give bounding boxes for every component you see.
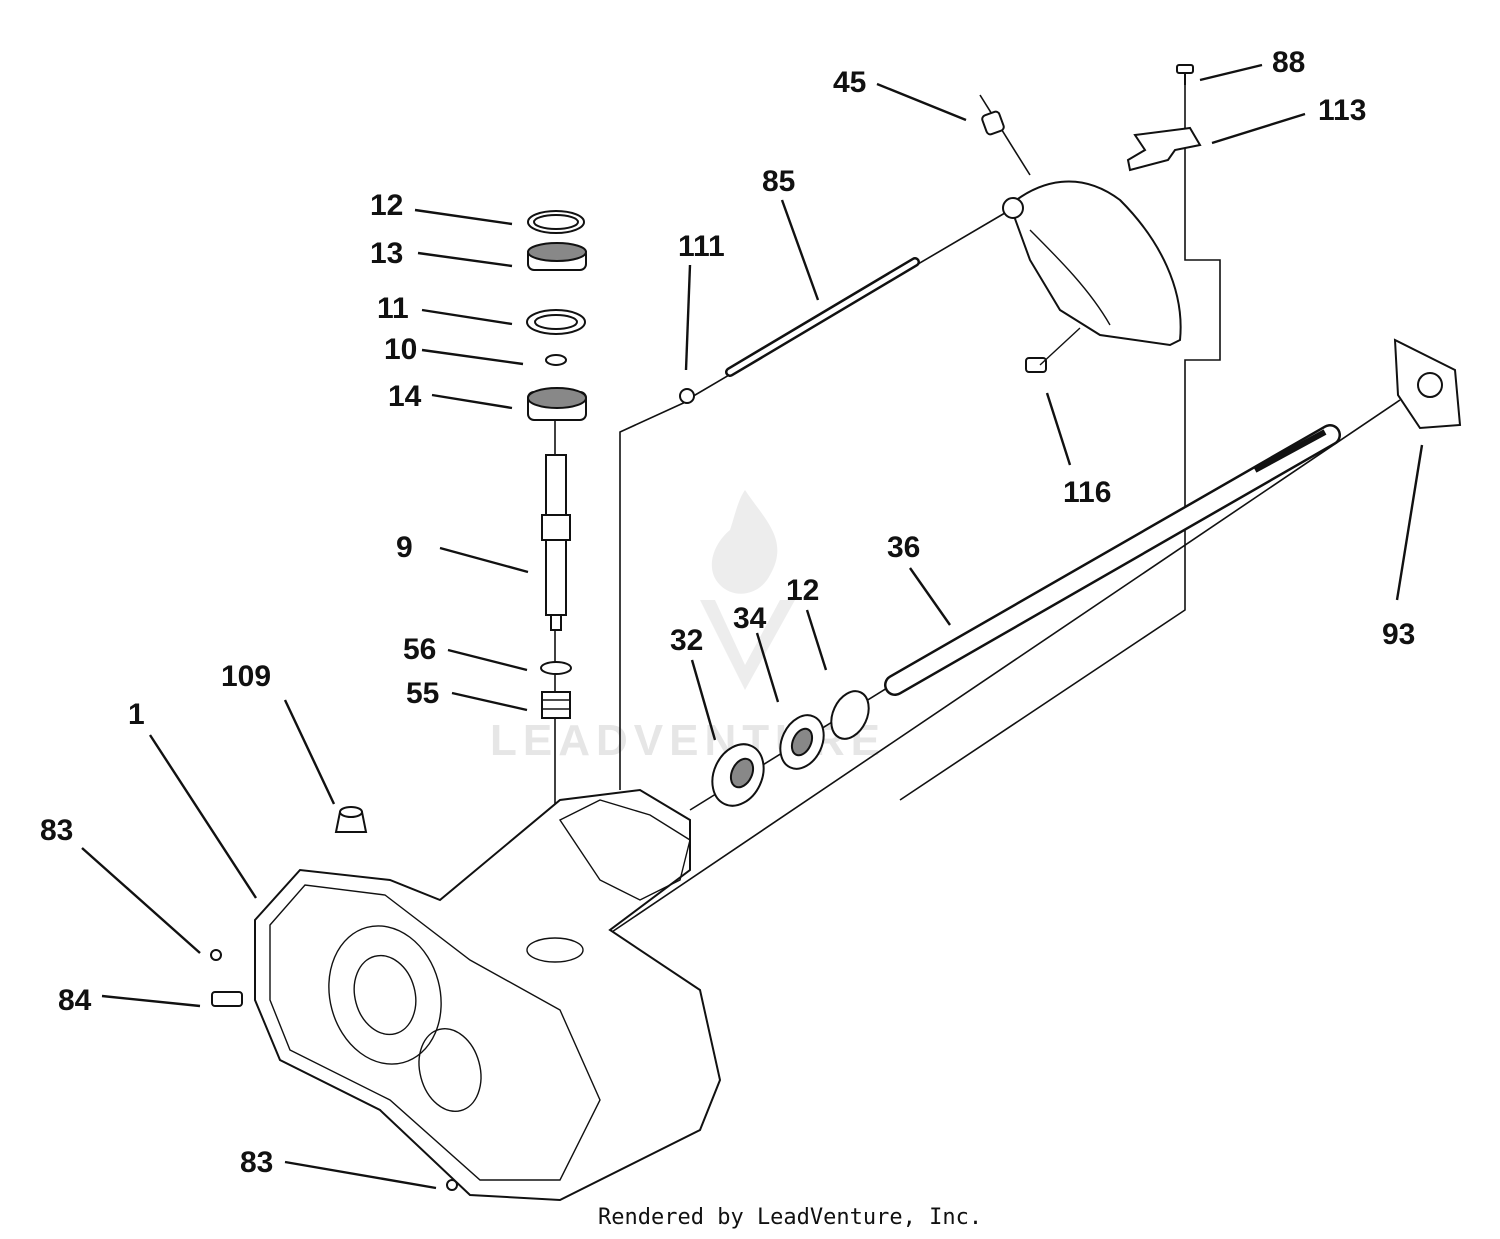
- watermark-v-icon: [700, 600, 795, 690]
- leader-12b: [805, 609, 828, 671]
- callout-1: 1: [128, 698, 145, 731]
- housing-bore-inner: [353, 954, 417, 1036]
- leader-36: [909, 567, 951, 626]
- housing-bore-large: [328, 925, 442, 1065]
- callout-10: 10: [384, 333, 417, 366]
- housing-upper-tower: [558, 799, 691, 901]
- callout-12a: 12: [370, 189, 403, 222]
- callout-93: 93: [1382, 618, 1415, 651]
- part-88-screw-head: [1176, 64, 1194, 74]
- part-83-plug-upper: [210, 949, 222, 961]
- part-32-bearing-inner: [729, 757, 755, 789]
- part-111-nut: [679, 388, 695, 404]
- part-56-washer: [540, 661, 572, 675]
- leader-11: [421, 308, 513, 326]
- part-36-shaft-core: [886, 426, 1339, 694]
- leader-14: [431, 393, 513, 410]
- part-93-bracket-hole: [1417, 372, 1443, 398]
- center-line-36: [599, 399, 1401, 941]
- callout-36: 36: [887, 531, 920, 564]
- leader-9: [439, 546, 529, 574]
- part-109-nut-top: [339, 806, 363, 818]
- callout-113: 113: [1318, 94, 1366, 127]
- callout-111: 111: [678, 230, 725, 263]
- part-14-bearing-face: [527, 387, 587, 409]
- part-12-retaining-ring: [830, 690, 870, 740]
- callout-13: 13: [370, 237, 403, 270]
- callout-116: 116: [1063, 476, 1111, 509]
- part-11-washer-inner: [534, 314, 578, 330]
- center-line-45: [979, 94, 1031, 176]
- leader-55: [451, 691, 528, 712]
- leader-34: [755, 632, 780, 703]
- leader-83b: [284, 1160, 437, 1190]
- part-34-bearing-inner: [790, 727, 814, 757]
- parts: [210, 64, 1462, 1202]
- callout-56: 56: [403, 633, 436, 666]
- housing-cover-rib: [1029, 229, 1111, 326]
- callout-88: 88: [1272, 46, 1305, 79]
- center-line-88: [899, 80, 1221, 801]
- callout-85: 85: [762, 165, 795, 198]
- callout-14: 14: [388, 380, 422, 413]
- callout-9: 9: [396, 531, 413, 564]
- leader-13: [417, 251, 513, 268]
- part-85-rod-core: [727, 259, 918, 375]
- part-9-shaft-tip: [550, 614, 562, 631]
- leader-56: [447, 648, 528, 672]
- center-line-111: [619, 399, 691, 790]
- part-12-snap-ring-inner: [533, 214, 579, 230]
- callout-45: 45: [833, 66, 866, 99]
- part-116-plug: [1025, 357, 1047, 373]
- callout-55: 55: [406, 677, 439, 710]
- part-113-lever: [1126, 126, 1202, 172]
- callout-32: 32: [670, 624, 703, 657]
- leader-83a: [81, 847, 201, 954]
- callout-83a: 83: [40, 814, 73, 847]
- callout-84: 84: [58, 984, 92, 1017]
- part-116-line: [1039, 327, 1081, 366]
- part-1-housing: [254, 788, 722, 1202]
- render-credit: Rendered by LeadVenture, Inc.: [598, 1205, 982, 1230]
- housing-flange: [269, 884, 601, 1181]
- leader-93: [1395, 444, 1424, 601]
- part-13-bearing-face: [527, 242, 587, 262]
- leader-lines: [81, 63, 1424, 1190]
- leader-45: [876, 82, 967, 122]
- part-36-spline: [1253, 429, 1327, 473]
- callout-109: 109: [221, 660, 271, 693]
- housing-bore-small: [418, 1027, 482, 1113]
- leader-84: [101, 994, 201, 1008]
- housing-cover-boss: [1002, 197, 1024, 219]
- part-9-shaft-worm: [545, 539, 567, 616]
- part-45-pin: [981, 110, 1005, 136]
- leader-12a: [414, 208, 513, 226]
- leader-32: [690, 659, 717, 741]
- leader-88: [1199, 63, 1263, 82]
- leader-10: [421, 348, 524, 366]
- leader-109: [283, 699, 336, 805]
- part-9-shaft-spline: [545, 454, 567, 516]
- leader-111: [684, 264, 692, 371]
- part-83-plug-lower: [446, 1179, 458, 1191]
- part-9-shaft-body: [541, 514, 571, 541]
- leader-1: [148, 734, 258, 899]
- housing-boss-vertical: [526, 937, 584, 963]
- callout-34: 34: [733, 602, 767, 635]
- watermark-flame-icon: [711, 490, 778, 594]
- assembly-axes: [554, 80, 1401, 941]
- part-55-spring: [541, 691, 571, 719]
- watermark-text: LEADVENTURE: [490, 716, 886, 765]
- part-10-ring: [545, 354, 567, 366]
- callout-11: 11: [377, 292, 409, 325]
- leader-85: [780, 199, 820, 301]
- housing-cover: [1008, 180, 1182, 347]
- callout-12b: 12: [786, 574, 819, 607]
- part-84-fitting: [211, 991, 243, 1007]
- leader-113: [1211, 112, 1306, 145]
- leader-116: [1045, 392, 1072, 466]
- callout-83b: 83: [240, 1146, 273, 1179]
- callout-labels: 12 13 11 10 14 9 56 55 109 1 83 84 83 11…: [40, 46, 1415, 1179]
